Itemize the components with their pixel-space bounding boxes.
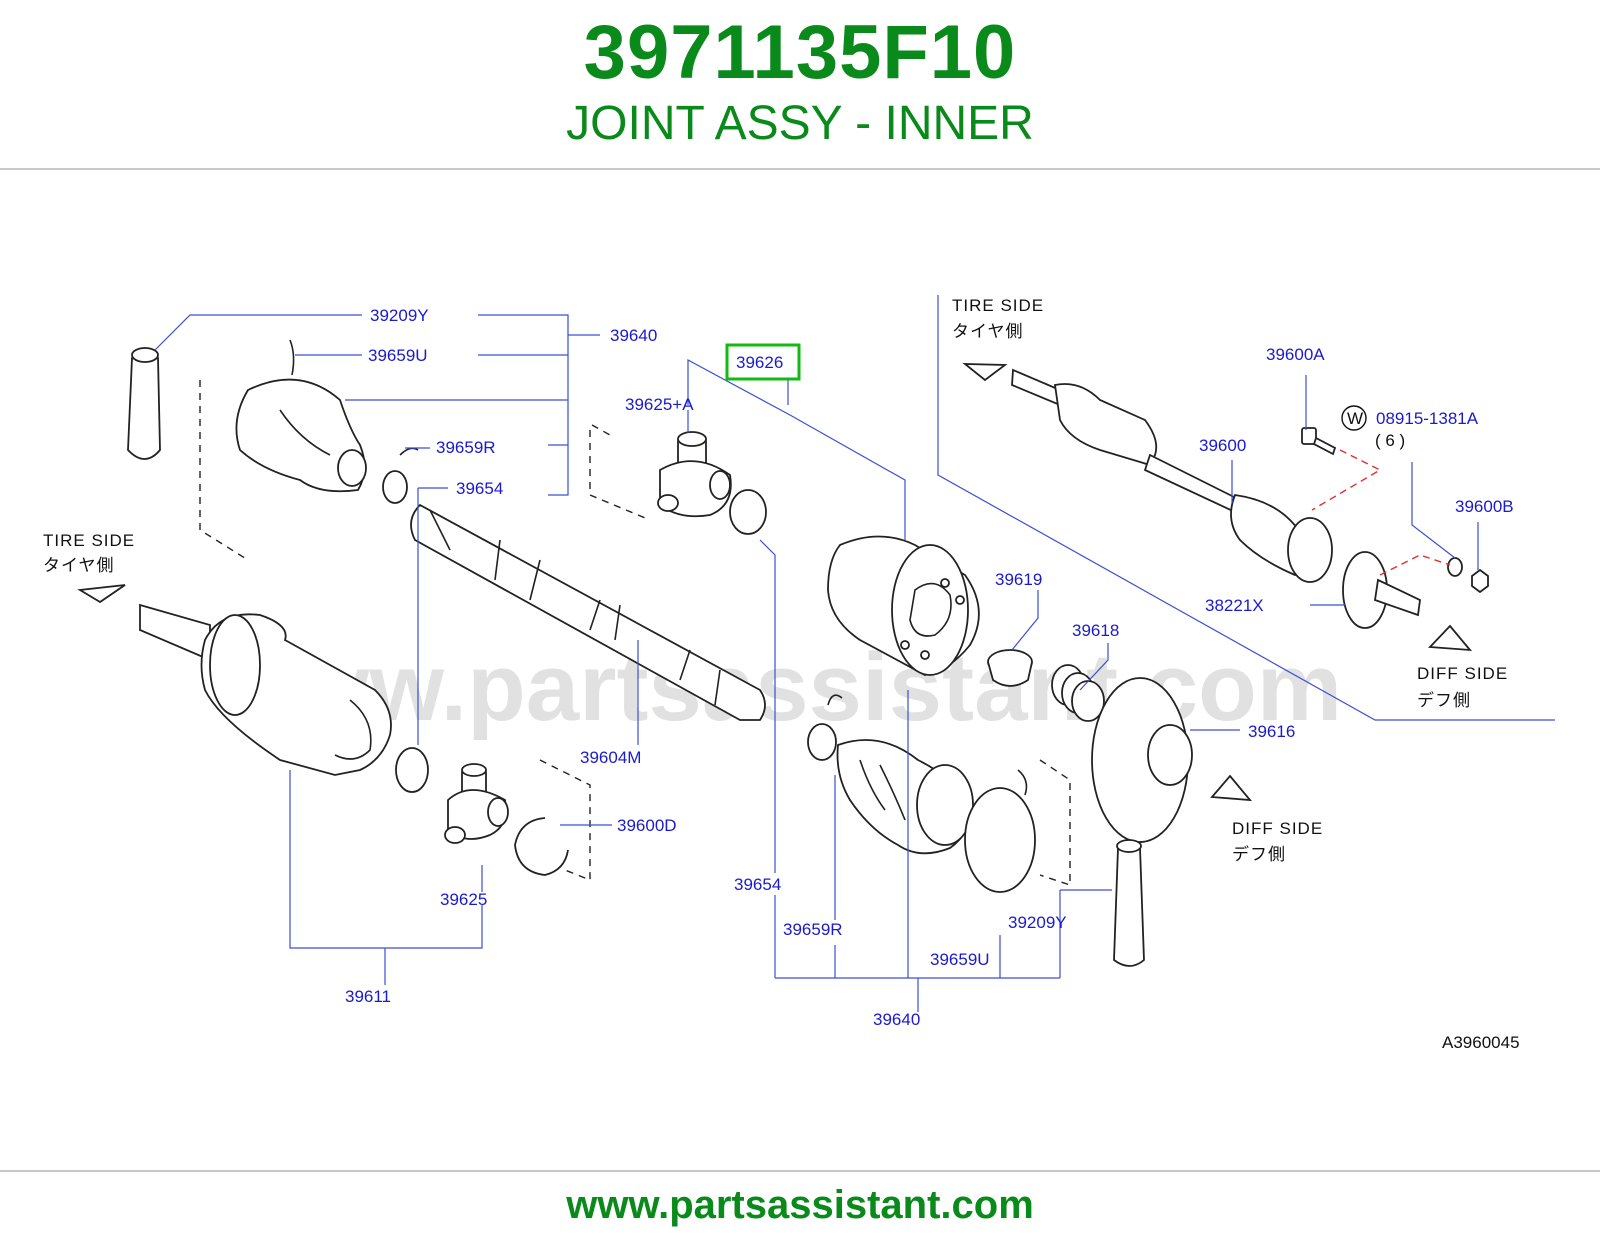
inner-joint-housing-part <box>827 535 980 676</box>
boot-part-bottom <box>836 739 974 855</box>
clip-ring-part <box>382 470 408 504</box>
header-divider <box>0 168 1600 170</box>
callout-39654-top[interactable]: 39654 <box>456 479 503 498</box>
exploded-parts-diagram: www.partsassistant.com <box>0 170 1600 1170</box>
nut-part <box>1471 568 1489 594</box>
washer-marker-circle <box>1341 405 1367 431</box>
callout-39600B[interactable]: 39600B <box>1455 497 1514 516</box>
bolt-part <box>1301 427 1337 456</box>
dashed-outline-left <box>199 380 249 561</box>
diff-side-arrow-right <box>1428 624 1473 652</box>
callout-39659R-bottom[interactable]: 39659R <box>783 920 843 939</box>
callout-08915-1381A[interactable]: 08915-1381A <box>1376 409 1479 428</box>
clip-tab-bottom-part <box>827 694 843 706</box>
callout-39611[interactable]: 39611 <box>345 987 391 1006</box>
clip-ring-bottom-part <box>807 723 837 761</box>
callout-39619[interactable]: 39619 <box>995 570 1042 589</box>
tripod-spider-part-left <box>444 763 509 844</box>
tire-side-jp-label-left: タイヤ側 <box>43 556 115 575</box>
circlip-part <box>514 817 569 876</box>
bolt-path-upper <box>1311 449 1382 511</box>
footer-divider <box>0 1170 1600 1172</box>
tire-side-arrow-left <box>77 584 126 604</box>
callout-08915-qty: ( 6 ) <box>1375 431 1405 450</box>
snap-ring-middle-part <box>729 489 767 535</box>
boot-band-bottom-ring-part <box>964 769 1036 893</box>
callout-39625[interactable]: 39625 <box>440 890 487 909</box>
companion-flange-part <box>1342 551 1421 629</box>
callout-39600[interactable]: 39600 <box>1199 436 1246 455</box>
callout-39654-bottom[interactable]: 39654 <box>734 875 781 894</box>
boot-part-top-left <box>235 339 367 493</box>
dashed-outline-top-spider <box>589 424 651 521</box>
callout-39616[interactable]: 39616 <box>1248 722 1295 741</box>
callout-39625A[interactable]: 39625+A <box>625 395 694 414</box>
leader-lines <box>154 295 1555 1012</box>
footer-site-url[interactable]: www.partsassistant.com <box>566 1183 1034 1227</box>
callout-39600A[interactable]: 39600A <box>1266 345 1325 364</box>
tire-side-arrow-right <box>962 363 1008 382</box>
part-number-title: 3971135F10 <box>583 10 1017 95</box>
diff-side-label-middle: DIFF SIDE <box>1232 819 1323 838</box>
dashed-outline-circlip <box>539 759 591 882</box>
callout-38221X[interactable]: 38221X <box>1205 596 1264 615</box>
tripod-spider-part-top <box>657 431 732 518</box>
diff-side-label-right: DIFF SIDE <box>1417 664 1508 683</box>
callout-39618[interactable]: 39618 <box>1072 621 1119 640</box>
callout-39600D[interactable]: 39600D <box>617 816 677 835</box>
snap-ring-left-part <box>395 747 429 793</box>
bolt-path-lower <box>1379 554 1451 576</box>
callout-39659R-top[interactable]: 39659R <box>436 438 496 457</box>
tire-side-label-left: TIRE SIDE <box>43 531 135 550</box>
washer-part <box>1447 557 1463 577</box>
callout-39604M[interactable]: 39604M <box>580 748 641 767</box>
tire-side-label-right: TIRE SIDE <box>952 296 1044 315</box>
bearing-cup-part <box>987 649 1033 687</box>
callout-39209Y-top[interactable]: 39209Y <box>370 306 429 325</box>
page-header: 3971135F10 JOINT ASSY - INNER <box>0 0 1600 170</box>
tire-side-jp-label-right: タイヤ側 <box>952 322 1024 341</box>
callout-39640-bottom[interactable]: 39640 <box>873 1010 920 1029</box>
diagram-canvas: www.partsassistant.com <box>43 295 1555 1052</box>
callout-39659U-bottom[interactable]: 39659U <box>930 950 990 969</box>
callout-39640-top[interactable]: 39640 <box>610 326 657 345</box>
diff-side-jp-label-middle: デフ側 <box>1232 844 1286 864</box>
diff-side-arrow-middle <box>1210 774 1253 802</box>
part-name-subtitle: JOINT ASSY - INNER <box>566 97 1034 150</box>
boot-band-part-bottom <box>1113 839 1145 967</box>
clip-tab-part <box>399 447 419 456</box>
figure-code: A3960045 <box>1442 1033 1520 1052</box>
retainer-plate-part <box>1091 677 1193 843</box>
dashed-outline-ring <box>1039 759 1071 886</box>
callout-39209Y-bottom[interactable]: 39209Y <box>1008 913 1067 932</box>
diff-side-jp-label-right: デフ側 <box>1417 690 1471 710</box>
washer-marker-letter: W <box>1347 409 1363 428</box>
highlight-box-39626 <box>725 343 801 381</box>
callout-39659U-top[interactable]: 39659U <box>368 346 428 365</box>
callout-39626-highlighted[interactable]: 39626 <box>736 353 783 372</box>
boot-band-part-top <box>127 347 161 460</box>
outer-joint-housing-part <box>139 603 392 776</box>
complete-drive-shaft-part <box>1011 368 1333 583</box>
drive-shaft-part <box>410 503 766 721</box>
